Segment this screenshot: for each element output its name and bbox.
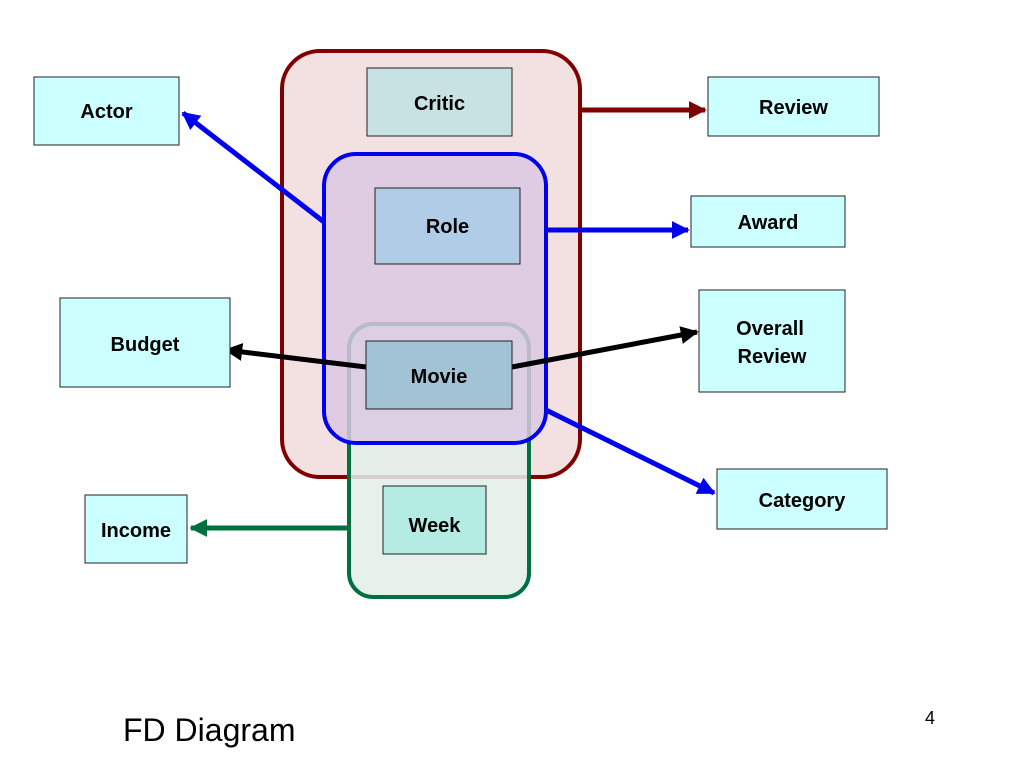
overall-review-box: Overall Review xyxy=(698,289,846,393)
movie-box: Movie xyxy=(365,340,513,410)
slide-title: FD Diagram xyxy=(123,712,296,748)
overall-review-label-line2: Review xyxy=(738,346,807,368)
arrow-movie-to-budget xyxy=(224,343,367,370)
arrow-role-to-actor xyxy=(181,111,326,224)
review-label: Review xyxy=(759,97,828,119)
arrow-movie-to-overall-review xyxy=(511,326,699,370)
budget-box: Budget xyxy=(59,297,231,388)
role-label: Role xyxy=(426,216,469,238)
movie-label: Movie xyxy=(411,366,468,388)
award-label: Award xyxy=(738,212,799,234)
actor-box: Actor xyxy=(33,76,180,146)
income-label: Income xyxy=(101,520,171,542)
week-label: Week xyxy=(409,515,462,537)
category-label: Category xyxy=(759,490,847,512)
category-box: Category xyxy=(716,468,888,530)
income-box: Income xyxy=(84,494,188,564)
critic-label: Critic xyxy=(414,93,465,115)
award-box: Award xyxy=(690,195,846,248)
actor-label: Actor xyxy=(80,101,132,123)
week-box: Week xyxy=(382,485,487,555)
budget-label: Budget xyxy=(111,334,180,356)
role-box: Role xyxy=(374,187,521,265)
arrow-movie-to-category xyxy=(544,407,716,496)
critic-box: Critic xyxy=(366,67,513,137)
page-number: 4 xyxy=(925,708,936,728)
overall-review-label-line1: Overall xyxy=(736,318,804,340)
review-box: Review xyxy=(707,76,880,137)
